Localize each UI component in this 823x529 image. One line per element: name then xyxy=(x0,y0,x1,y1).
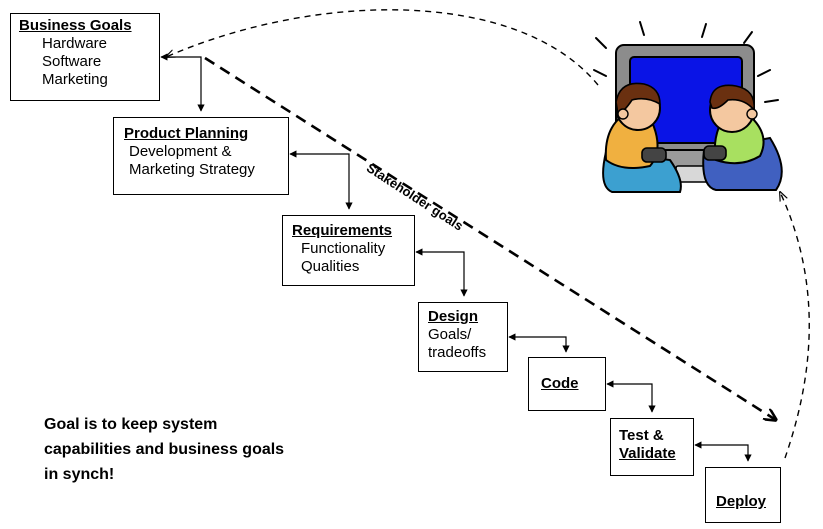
connector-requirements-design xyxy=(415,248,468,297)
requirements-title: Requirements xyxy=(292,222,393,239)
child-right-icon xyxy=(702,84,783,191)
design-line: tradeoffs xyxy=(428,344,487,361)
connector-design-code xyxy=(508,333,570,353)
connector-test-deploy xyxy=(694,441,752,462)
product-planning-title: Product Planning xyxy=(124,125,249,142)
connector-planning-requirements xyxy=(289,150,353,210)
business-goals-line: Hardware xyxy=(42,35,108,52)
business-goals-title: Business Goals xyxy=(19,17,132,34)
product-planning-line: Marketing Strategy xyxy=(129,161,255,178)
design-line: Goals/ xyxy=(428,326,472,343)
synch-message-line: in synch! xyxy=(44,466,115,483)
product-planning-line: Development & xyxy=(129,143,232,160)
connector-code-test xyxy=(606,380,656,413)
test-title-line1: Test & xyxy=(619,427,664,444)
code-box: Code xyxy=(528,357,606,411)
synch-message: Goal is to keep system capabilities and … xyxy=(44,412,384,487)
design-title: Design xyxy=(428,308,479,325)
deploy-box: Deploy xyxy=(705,467,781,523)
stakeholder-goals-arrow xyxy=(204,56,776,420)
synch-message-line: capabilities and business goals xyxy=(44,441,285,458)
code-title: Code xyxy=(541,375,579,392)
test-title-line2: Validate xyxy=(619,445,676,462)
feedback-arc-right xyxy=(780,192,810,459)
requirements-box: Requirements Functionality Qualities xyxy=(282,215,415,286)
product-planning-box: Product Planning Development & Marketing… xyxy=(113,117,289,195)
design-box: Design Goals/ tradeoffs xyxy=(418,302,508,372)
business-goals-box: Business Goals Hardware Software Marketi… xyxy=(10,13,160,101)
requirements-line: Qualities xyxy=(301,258,360,275)
business-goals-line: Marketing xyxy=(42,71,108,88)
business-goals-line: Software xyxy=(42,53,102,70)
requirements-line: Functionality xyxy=(301,240,386,257)
deploy-title: Deploy xyxy=(716,493,767,510)
test-validate-box: Test & Validate xyxy=(610,418,694,476)
child-left-icon xyxy=(602,82,682,193)
synch-message-line: Goal is to keep system xyxy=(44,416,218,433)
feedback-arc-top xyxy=(166,9,599,86)
excitement-rays-icon xyxy=(593,21,779,103)
